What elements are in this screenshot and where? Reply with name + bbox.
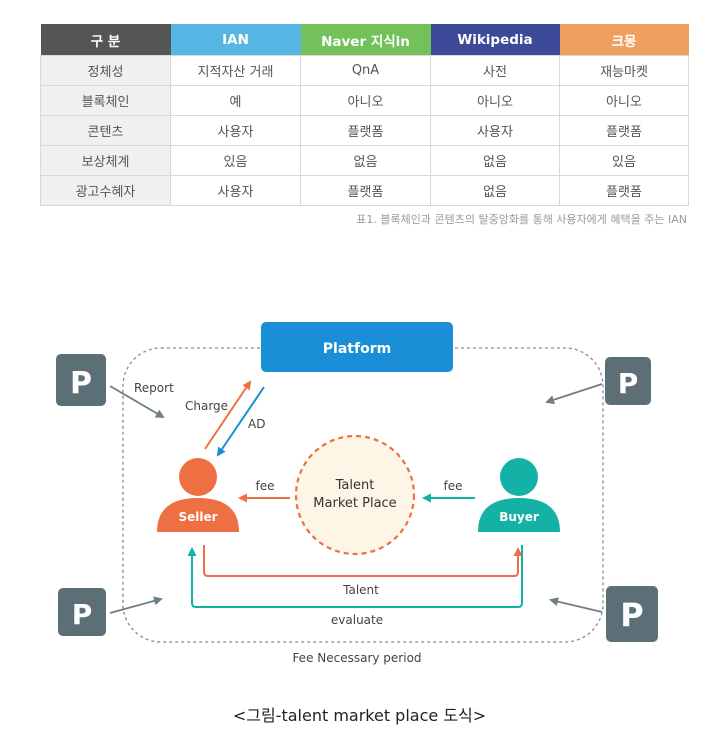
- p-box-label: P: [72, 598, 93, 631]
- center-label-line1: Talent: [335, 478, 375, 493]
- ad-label: AD: [248, 417, 265, 431]
- p-arrow-top-right: [545, 383, 603, 405]
- evaluate-label: evaluate: [331, 613, 383, 627]
- table-cell: 재능마켓: [559, 55, 689, 86]
- table-cell: 플랫폼: [300, 175, 431, 206]
- table-row: 블록체인 예 아니오 아니오 아니오: [40, 85, 689, 116]
- header-wikipedia: Wikipedia: [430, 24, 560, 56]
- table-cell: 플랫폼: [559, 115, 689, 146]
- p-box-bottom-left: P: [58, 588, 106, 636]
- row-label: 보상체계: [40, 145, 171, 176]
- table-cell: 아니오: [300, 85, 431, 116]
- p-arrow-bottom-right: [549, 597, 603, 613]
- p-box-label: P: [620, 596, 643, 634]
- row-label: 광고수혜자: [40, 175, 171, 206]
- row-label: 정체성: [40, 55, 171, 86]
- table-cell: 사전: [430, 55, 560, 86]
- table-cell: 지적자산 거래: [170, 55, 301, 86]
- table-cell: 플랫폼: [300, 115, 431, 146]
- platform-label: Platform: [323, 341, 391, 357]
- seller-label: Seller: [178, 510, 217, 524]
- p-box-label: P: [70, 366, 92, 401]
- p-arrow-bottom-left: [109, 596, 163, 614]
- charge-label: Charge: [185, 399, 228, 413]
- row-label: 블록체인: [40, 85, 171, 116]
- table-cell: QnA: [300, 55, 431, 86]
- header-ian: IAN: [170, 24, 301, 56]
- talent-market-diagram: Platform Charge AD Seller Buyer Talent M…: [28, 302, 696, 685]
- ad-arrow: [216, 386, 265, 457]
- table-row: 정체성 지적자산 거래 QnA 사전 재능마켓: [40, 55, 689, 86]
- table-cell: 없음: [430, 175, 560, 206]
- row-label: 콘텐츠: [40, 115, 171, 146]
- platform-box: Platform: [261, 322, 453, 372]
- p-box-top-left: P: [56, 354, 106, 406]
- table-cell: 플랫폼: [559, 175, 689, 206]
- figure-title: <그림-talent market place 도식>: [232, 706, 487, 725]
- table-cell: 아니오: [559, 85, 689, 116]
- table-row: 보상체계 있음 없음 없음 있음: [40, 145, 689, 176]
- table-cell: 있음: [170, 145, 301, 176]
- table-row: 광고수혜자 사용자 플랫폼 없음 플랫폼: [40, 175, 689, 206]
- center-label-line2: Market Place: [313, 496, 396, 511]
- comparison-table: 구 분 IAN Naver 지식in Wikipedia 크몽 정체성 지적자산…: [40, 24, 689, 206]
- table-header-row: 구 분 IAN Naver 지식in Wikipedia 크몽: [40, 24, 689, 56]
- p-box-label: P: [618, 367, 639, 400]
- header-category: 구 분: [40, 24, 171, 56]
- talent-market-circle: [294, 434, 416, 556]
- period-label: Fee Necessary period: [292, 651, 421, 665]
- fee-right-label: fee: [444, 479, 463, 493]
- evaluate-flow-arrow: [187, 545, 523, 608]
- charge-arrow: [204, 380, 252, 450]
- buyer-person-icon: [478, 458, 560, 532]
- talent-label: Talent: [342, 583, 379, 597]
- table-cell: 없음: [300, 145, 431, 176]
- seller-person-icon: [157, 458, 239, 532]
- talent-flow-arrow: [203, 545, 523, 577]
- buyer-label: Buyer: [499, 510, 539, 524]
- table-row: 콘텐츠 사용자 플랫폼 사용자 플랫폼: [40, 115, 689, 146]
- table-cell: 사용자: [430, 115, 560, 146]
- table-cell: 예: [170, 85, 301, 116]
- fee-period-boundary: [122, 347, 604, 643]
- report-label: Report: [134, 381, 174, 395]
- table-cell: 사용자: [170, 175, 301, 206]
- header-kmong: 크몽: [559, 24, 689, 56]
- table-caption: 표1. 블록체인과 콘텐츠의 탈중앙화를 통해 사용자에게 혜택을 주는 IAN: [356, 213, 688, 226]
- report-arrow: [109, 385, 165, 419]
- table-cell: 아니오: [430, 85, 560, 116]
- p-box-bottom-right: P: [606, 586, 658, 642]
- fee-left-label: fee: [256, 479, 275, 493]
- table-cell: 있음: [559, 145, 689, 176]
- table-cell: 사용자: [170, 115, 301, 146]
- table-cell: 없음: [430, 145, 560, 176]
- header-naver: Naver 지식in: [300, 24, 431, 56]
- p-box-top-right: P: [605, 357, 651, 405]
